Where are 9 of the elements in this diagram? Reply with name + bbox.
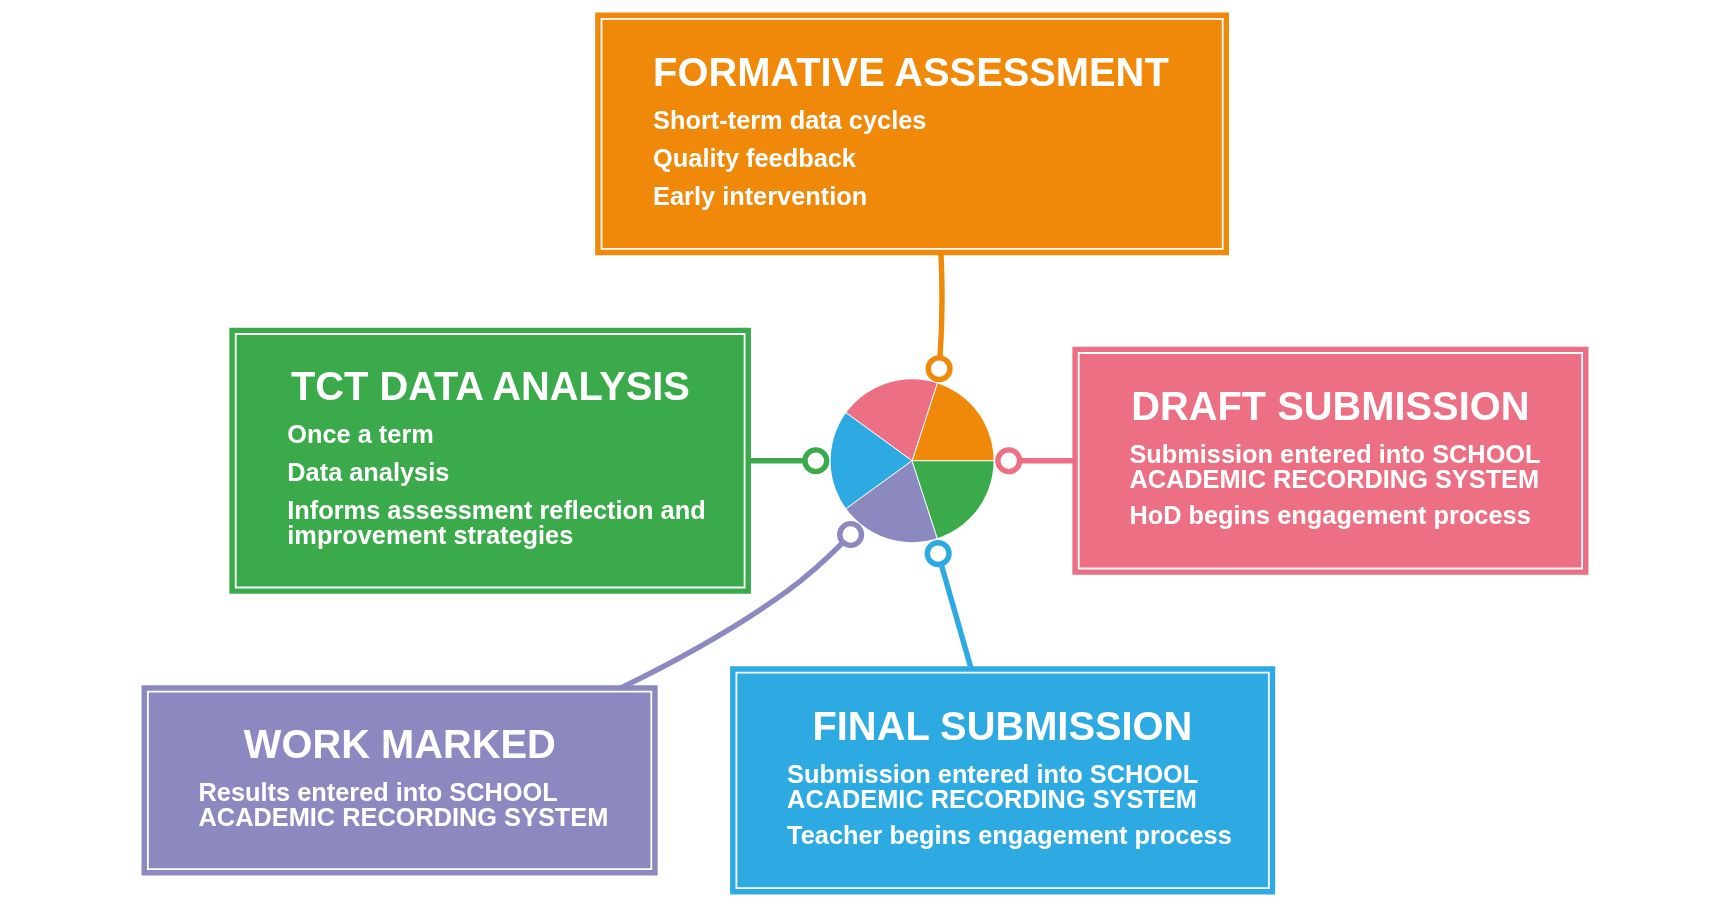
node-box: FORMATIVE ASSESSMENT Short-term data cycles Quality feedback Early intervention bbox=[595, 12, 1229, 256]
connector bbox=[748, 447, 830, 475]
node-box: DRAFT SUBMISSION Submission entered into SCHOOL ACADEMIC RECORDING SYSTEM HoD begins engagement process bbox=[1072, 346, 1589, 575]
connector bbox=[925, 252, 953, 383]
node-box: TCT DATA ANALYSIS Once a term Data analysis Informs assessment reflection and improvement strategies bbox=[229, 327, 751, 594]
node-box: FINAL SUBMISSION Submission entered into SCHOOL ACADEMIC RECORDING SYSTEM Teacher begins engagement process bbox=[730, 666, 1276, 895]
connector bbox=[924, 539, 974, 670]
connector bbox=[995, 447, 1075, 475]
node-box: WORK MARKED Results entered into SCHOOL ACADEMIC RECORDING SYSTEM bbox=[141, 685, 658, 876]
